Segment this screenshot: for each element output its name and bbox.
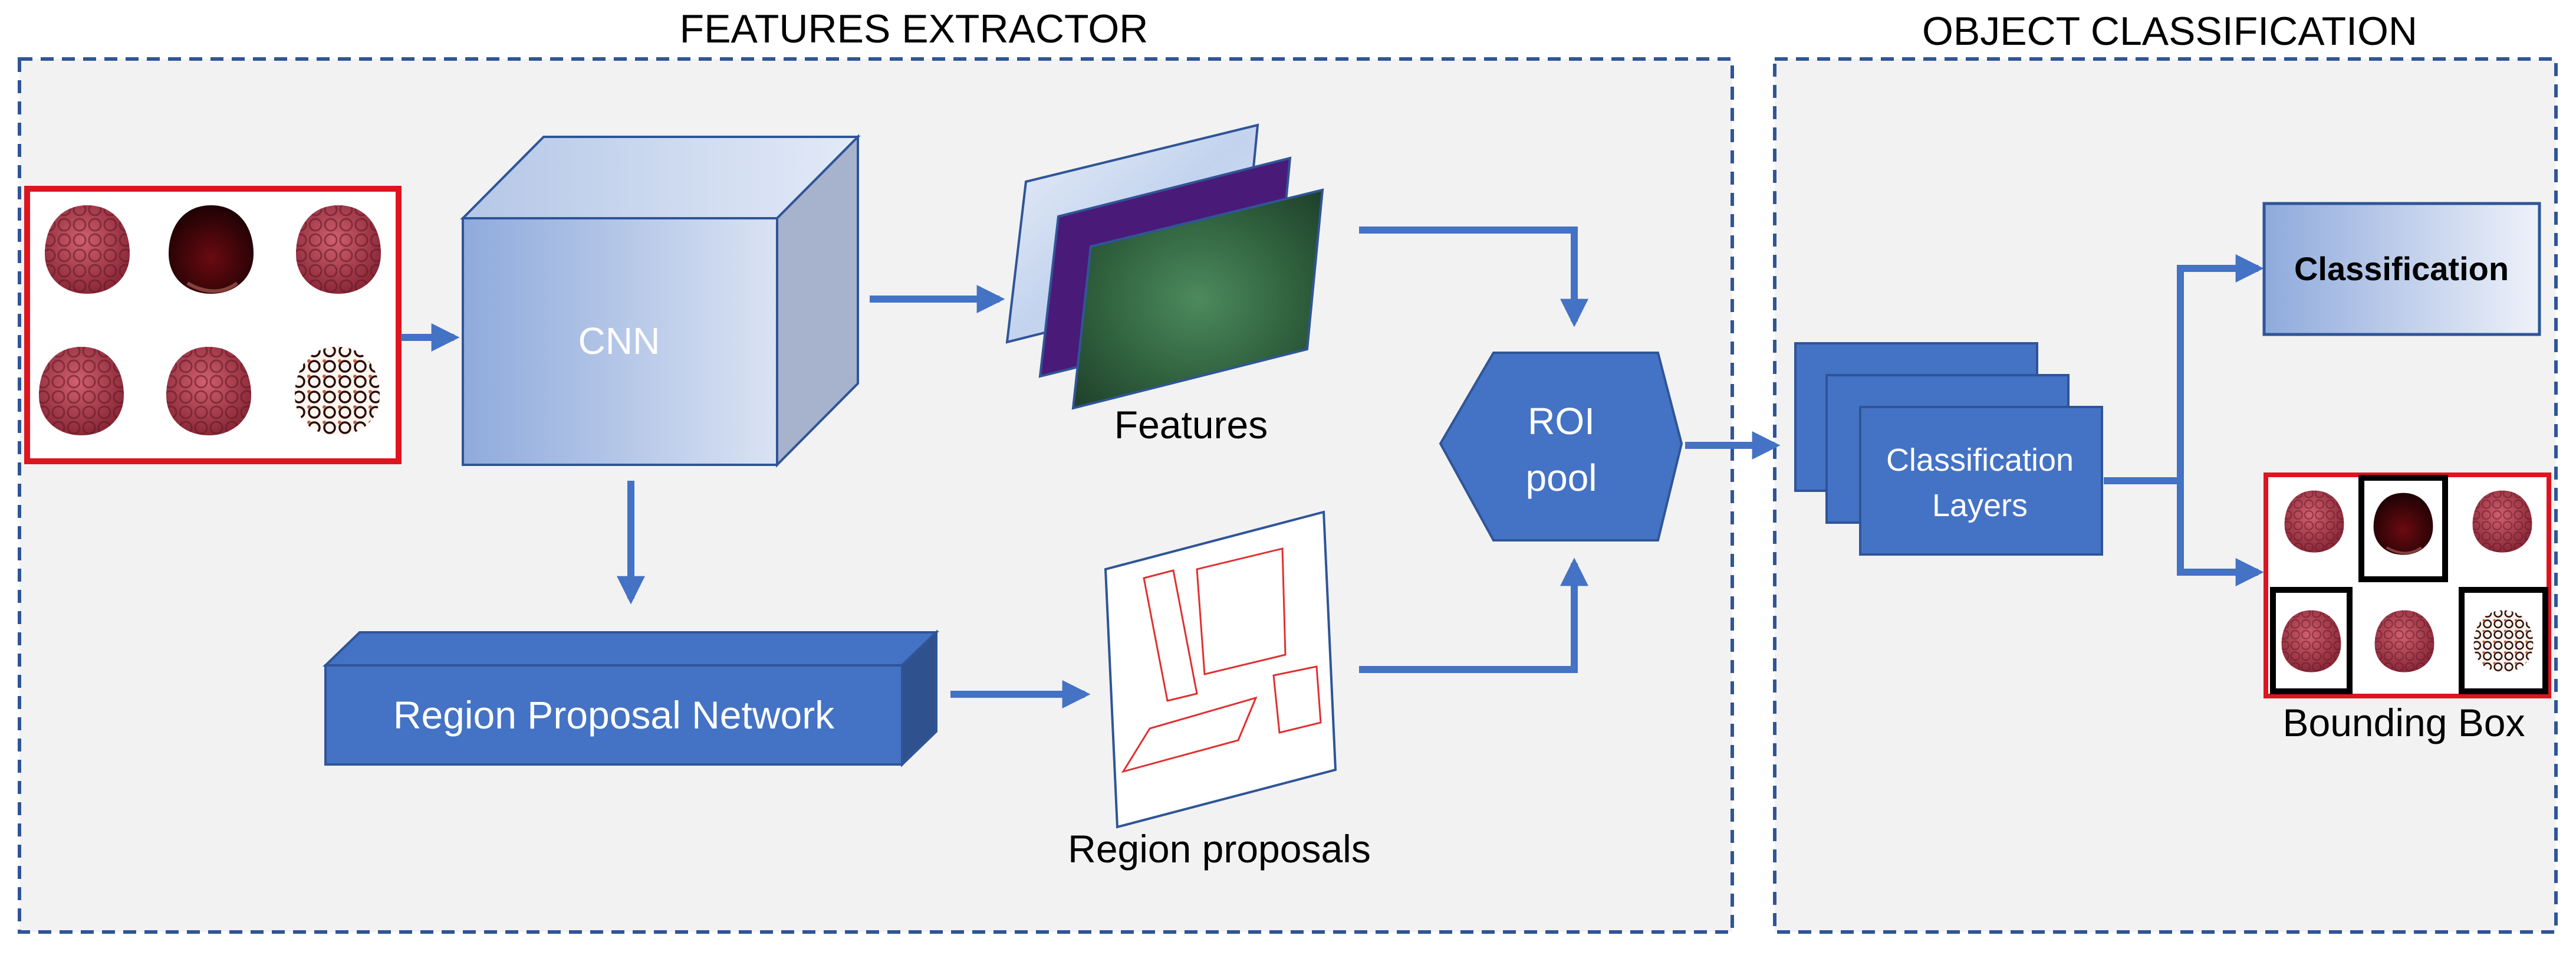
raspberry-icon (169, 205, 254, 294)
classification-layers-label-line1: Classification (1886, 442, 2074, 478)
cnn-block: CNN (460, 134, 861, 468)
arrow-features-to-roi (1359, 227, 1588, 327)
classification-output: Classification (2262, 202, 2541, 336)
feature-map-icon (1071, 188, 1324, 410)
raspberry-icon (2473, 610, 2534, 672)
classification-layers: Classification Layers (1794, 342, 2103, 556)
proposal-box (1196, 547, 1287, 675)
raspberry-icon (166, 347, 251, 435)
bounding-box-output: Bounding Box (2264, 472, 2551, 744)
arrow-proposals-to-roi (1359, 557, 1588, 673)
feature-extractor-title: FEATURES EXTRACTOR (680, 6, 1149, 51)
raspberry-icon (2281, 610, 2341, 672)
raspberry-icon (2374, 610, 2434, 672)
object-classification-title: OBJECT CLASSIFICATION (1922, 9, 2417, 54)
features-label: Features (1114, 403, 1268, 447)
roi-pool-hexagon (1439, 352, 1683, 542)
proposal-box (1143, 569, 1198, 702)
raspberry-icon (45, 205, 130, 294)
feature-maps: Features (1005, 123, 1324, 447)
arrow-layers-to-classification (2104, 254, 2264, 484)
detection-box (2358, 475, 2448, 582)
cnn-cube-front (462, 217, 778, 466)
cnn-label: CNN (578, 320, 660, 362)
raspberry-icon (39, 347, 124, 435)
layer-card (1859, 406, 2103, 556)
input-image (24, 186, 402, 464)
classification-layers-label-line2: Layers (1932, 488, 2028, 523)
raspberry-icon (295, 347, 380, 435)
classification-label: Classification (2294, 250, 2509, 287)
raspberry-icon (2472, 490, 2532, 553)
proposal-box (1121, 696, 1258, 773)
raspberry-icon (296, 205, 381, 294)
region-proposals: Region proposals (1068, 510, 1371, 871)
detection-box (2270, 587, 2353, 694)
detection-box (2459, 587, 2548, 694)
raspberry-icon (2284, 490, 2344, 553)
roi-pool-label-line2: pool (1526, 457, 1597, 499)
region-proposals-label: Region proposals (1068, 827, 1371, 871)
classification-box (2262, 202, 2541, 336)
rpn-label: Region Proposal Network (393, 693, 835, 737)
arrow-layers-to-bounding-box (2177, 481, 2264, 586)
rpn-top (323, 631, 939, 667)
rpn-block: Region Proposal Network (323, 629, 939, 767)
raspberry-icon (2374, 493, 2433, 555)
proposal-box (1272, 665, 1322, 734)
bounding-box-label: Bounding Box (2283, 701, 2525, 744)
roi-pool: ROI pool (1439, 352, 1683, 542)
rpn-front (324, 664, 903, 766)
roi-pool-label-line1: ROI (1528, 400, 1595, 442)
